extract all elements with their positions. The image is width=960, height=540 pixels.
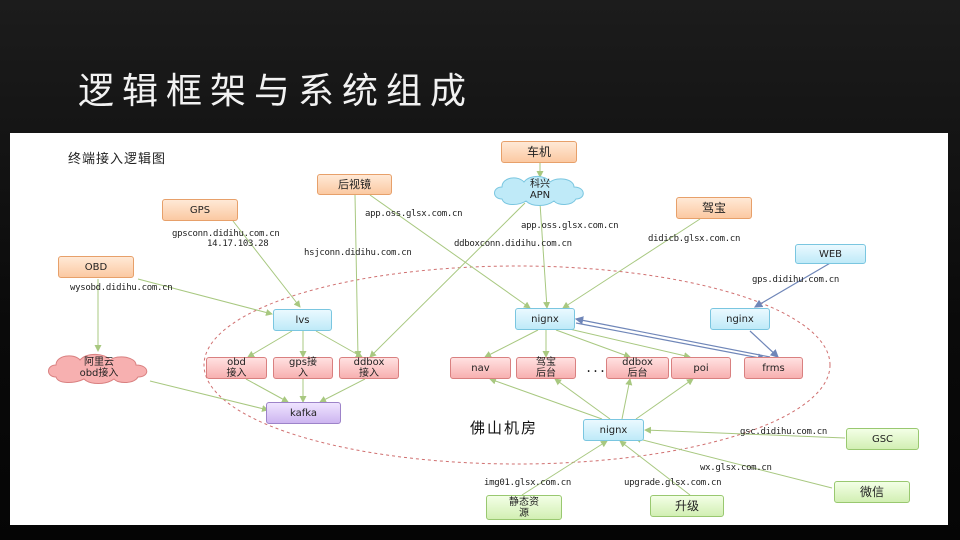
link-label-wysobd: wysobd.didihu.com.cn [70,283,173,293]
arrow-apn-to-nignx [539,202,551,309]
arrow-lvs-to-ddbox [315,330,363,358]
node-gps: GPS [162,199,238,221]
diagram-title: 终端接入逻辑图 [68,152,167,167]
node-jiabao-backend: 驾宝 后台 [516,357,576,379]
node-obd: OBD [58,256,134,278]
link-label-ddboxconn: ddboxconn.didihu.com.cn [454,239,572,249]
arrow-static-to-nignxb [521,440,608,496]
node-obd-access: obd 接入 [206,357,267,379]
node-frms: frms [744,357,803,379]
arrow-gsc-to-nignxb [644,426,846,439]
node-keyxing-apn: 科兴 APN [488,173,592,207]
link-label-app-oss-2: app.oss.glsx.com.cn [521,221,619,231]
node-gps-access: gps接 入 [273,357,333,379]
node-web: WEB [795,244,866,264]
arrow-apn-to-ddbox [369,202,526,358]
server-room-label: 佛山机房 [470,419,539,437]
arrow-aliyun-to-kafka [149,380,269,412]
node-ddbox-backend: ddbox 后台 [606,357,669,379]
arrow-nginx-to-frms [749,330,779,358]
ellipsis-more-services: ... [585,361,606,375]
link-label-upgrade: upgrade.glsx.com.cn [624,478,722,488]
link-label-app-oss-1: app.oss.glsx.com.cn [365,209,463,219]
arrow-nignxb-to-ddbox-backend [621,378,633,420]
node-poi: poi [671,357,731,379]
node-jiabao: 驾宝 [676,197,752,219]
arrow-jiabao-to-nignx [562,218,701,309]
node-static-resource: 静态资 源 [486,495,562,520]
architecture-diagram: 终端接入逻辑图 佛山机房 车机 科兴 APN 后视镜 驾宝 GPS WEB OB… [10,133,948,525]
link-label-img01: img01.glsx.com.cn [484,478,572,488]
link-label-gps-ip: 14.17.103.28 [207,239,269,249]
node-gsc: GSC [846,428,919,450]
slide-title: 逻辑框架与系统组成 [78,71,475,112]
link-label-didicb: didicb.glsx.com.cn [648,234,741,244]
node-kafka: kafka [266,402,341,424]
arrow-nignxb-to-nav [489,377,603,420]
node-houshijing: 后视镜 [317,174,392,195]
node-nignx-top: nignx [515,308,575,330]
arrow-nignx-to-frms [575,322,767,362]
node-nignx-bottom: nignx [583,419,644,441]
arrow-nignx-to-poi [564,327,691,360]
arrow-nignx-to-ddbox-backend [555,329,631,359]
link-label-hsjconn: hsjconn.didihu.com.cn [304,248,412,258]
node-weixin: 微信 [834,481,910,503]
node-che-ji: 车机 [501,141,577,163]
arrow-nignx-to-nav [484,329,539,358]
arrow-nignxb-to-poi [635,378,694,420]
arrow-gps-to-lvs [232,220,301,308]
arrow-obd-to-lvs [137,278,273,316]
node-nginx-web: nginx [710,308,770,330]
node-aliyun-obd-label: 阿里云 obd接入 [79,357,119,379]
arrow-lvs-to-obd [247,330,293,358]
node-lvs: lvs [273,309,332,331]
arrow-ddbox-to-kafka [319,378,366,403]
arrow-upgrade-to-nignxb [619,440,691,496]
node-upgrade: 升级 [650,495,724,517]
arrow-weixin-to-nignxb [634,436,833,489]
arrow-frms-to-nignx [574,316,771,358]
server-room-boundary [203,265,831,465]
arrow-web-to-nginx [753,261,833,308]
connection-lines [94,163,846,496]
arrow-nignxb-to-jiabao-backend [554,378,611,420]
link-label-gsc: gsc.didihu.com.cn [740,427,828,437]
arrow-houshijing-to-ddbox [354,194,362,358]
node-keyxing-apn-label: 科兴 APN [529,179,551,201]
node-aliyun-obd: 阿里云 obd接入 [42,351,156,385]
link-label-wx: wx.glsx.com.cn [700,463,772,473]
arrow-obd-to-kafka [245,378,289,403]
node-ddbox-access: ddbox 接入 [339,357,399,379]
link-label-gpsconn: gpsconn.didihu.com.cn [172,229,280,239]
node-nav: nav [450,357,511,379]
link-label-gps-web: gps.didihu.com.cn [752,275,840,285]
arrow-houshijing-to-nignx [369,194,531,309]
